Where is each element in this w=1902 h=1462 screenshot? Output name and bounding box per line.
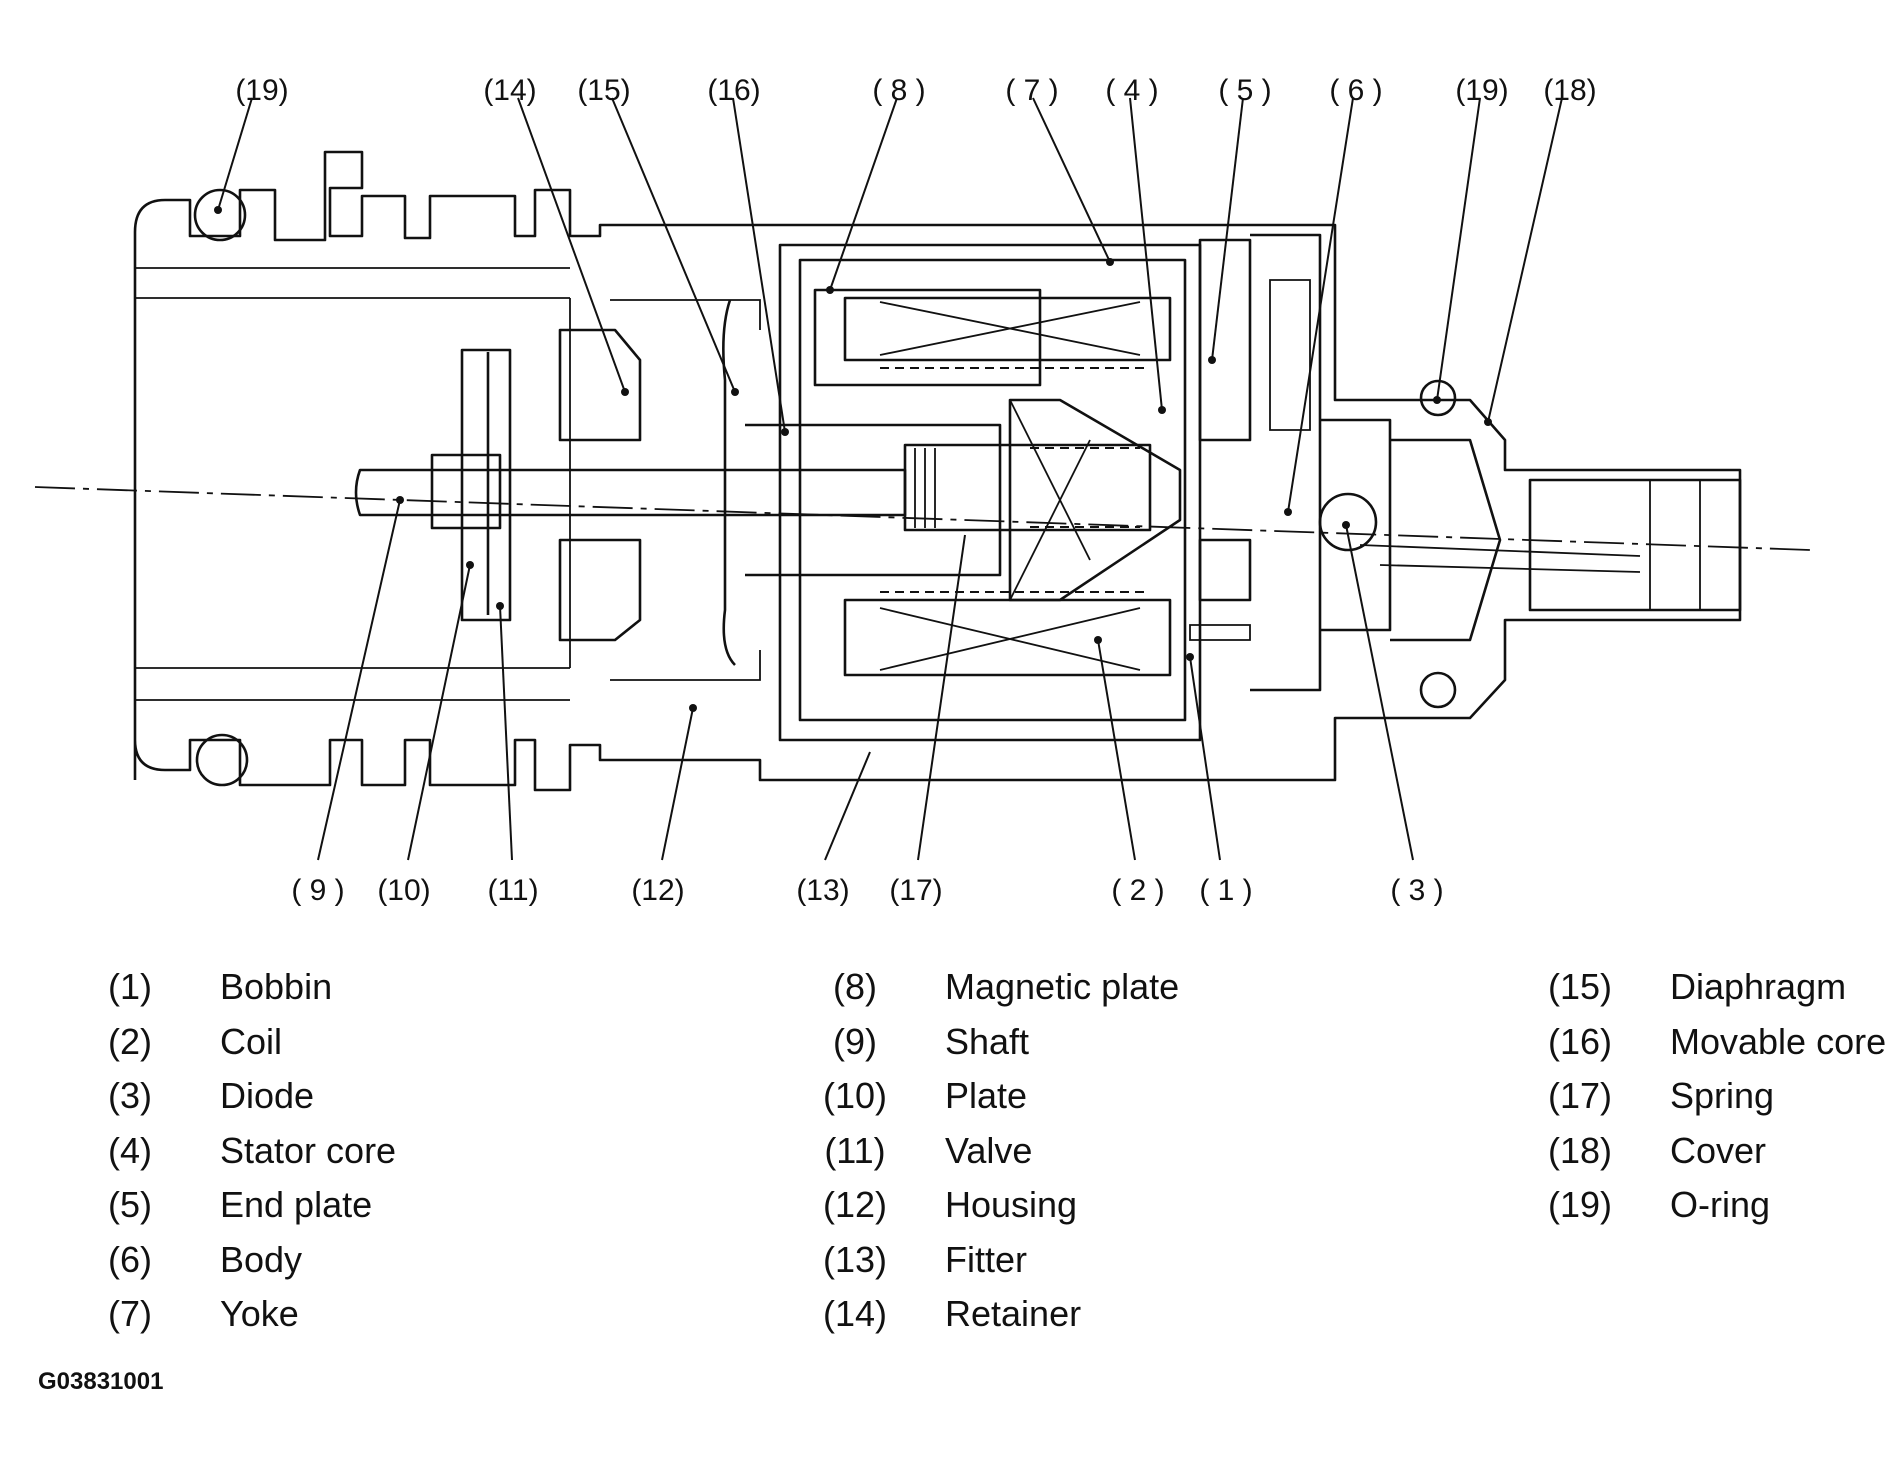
legend-part-name: Coil — [220, 1020, 283, 1062]
shaft-and-valve — [354, 299, 907, 681]
legend-part-name: O-ring — [1670, 1184, 1771, 1225]
legend-part-name: End plate — [220, 1184, 373, 1225]
callout-11: (11) — [487, 874, 538, 907]
legend-part-name: Magnetic plate — [945, 966, 1180, 1007]
callout-15: (15) — [577, 74, 630, 107]
callout-18: (18) — [1543, 74, 1596, 107]
legend-part-name: Stator core — [220, 1129, 397, 1171]
legend-part-name: Retainer — [945, 1293, 1082, 1334]
callout-6: ( 6 ) — [1329, 74, 1382, 107]
legend-part-name: Spring — [1670, 1075, 1775, 1116]
legend-part-name: Cover — [1670, 1129, 1767, 1171]
legend-part-name: Bobbin — [220, 966, 333, 1007]
legend-number: (1) — [108, 966, 152, 1007]
solenoid-body — [778, 233, 1322, 742]
legend-number: (11) — [824, 1129, 886, 1171]
legend-number: (3) — [108, 1075, 152, 1116]
callout-16: (16) — [707, 74, 760, 107]
legend-part-name: Diode — [220, 1075, 315, 1116]
legend-number: (7) — [108, 1293, 152, 1334]
callout-10: (10) — [377, 874, 430, 907]
legend-number: (15) — [1547, 966, 1613, 1007]
housing-outline — [133, 150, 1742, 792]
callout-8: ( 8 ) — [872, 74, 925, 107]
parts-legend: (1) Bobbin (2) Coil (3) Diode (4) Stator cor… — [0, 960, 1902, 1380]
leader-dots — [214, 206, 1492, 712]
legend-number: (14) — [822, 1293, 888, 1334]
callout-14: (14) — [483, 74, 536, 107]
callout-4: ( 4 ) — [1105, 74, 1158, 107]
callout-13: (13) — [796, 874, 849, 907]
o-rings — [193, 188, 1457, 787]
legend-number: (9) — [833, 1020, 877, 1062]
figure-id: G03831001 — [38, 1368, 164, 1395]
movable-core-and-spring — [745, 423, 1152, 577]
diode-and-cover — [1189, 418, 1742, 642]
legend-number: (13) — [822, 1238, 888, 1280]
legend-number: (16) — [1547, 1020, 1613, 1062]
callout-labels: (19) (14) (15) (16) ( 8 ) ( 7 ) ( 4 ) ( … — [235, 74, 1596, 907]
legend-part-name: Housing — [945, 1184, 1078, 1225]
legend-number: (12) — [822, 1184, 888, 1225]
legend-part-name: Valve — [945, 1129, 1033, 1171]
callout-19-top-left: (19) — [235, 74, 288, 107]
callout-12: (12) — [631, 874, 684, 907]
legend-number: (18) — [1547, 1129, 1613, 1171]
callout-3: ( 3 ) — [1390, 874, 1443, 907]
leader-lines — [217, 97, 1563, 861]
legend-number: (17) — [1547, 1075, 1613, 1116]
legend-number: (8) — [833, 966, 877, 1007]
callout-7: ( 7 ) — [1005, 74, 1058, 107]
callout-9: ( 9 ) — [291, 874, 344, 907]
legend-number: (4) — [108, 1129, 152, 1171]
legend-part-name: Body — [220, 1238, 303, 1280]
callout-2: ( 2 ) — [1111, 874, 1164, 907]
legend-number: (10) — [822, 1075, 888, 1116]
legend-part-name: Shaft — [945, 1020, 1030, 1062]
legend-part-name: Plate — [945, 1075, 1028, 1116]
legend-part-name: Fitter — [945, 1238, 1028, 1280]
callout-5: ( 5 ) — [1218, 74, 1271, 107]
legend-part-name: Yoke — [220, 1293, 299, 1334]
center-axis-line — [34, 486, 1811, 551]
legend-part-name: Movable core — [1670, 1020, 1887, 1062]
legend-number: (5) — [108, 1184, 152, 1225]
legend-number: (6) — [108, 1238, 152, 1280]
cross-section-diagram: (19) (14) (15) (16) ( 8 ) ( 7 ) ( 4 ) ( … — [34, 74, 1811, 907]
callout-1: ( 1 ) — [1199, 874, 1252, 907]
callout-19-top-right: (19) — [1455, 74, 1508, 107]
legend-number: (19) — [1547, 1184, 1613, 1225]
legend-number: (2) — [108, 1020, 152, 1062]
callout-17: (17) — [889, 874, 942, 907]
legend-part-name: Diaphragm — [1670, 966, 1847, 1007]
